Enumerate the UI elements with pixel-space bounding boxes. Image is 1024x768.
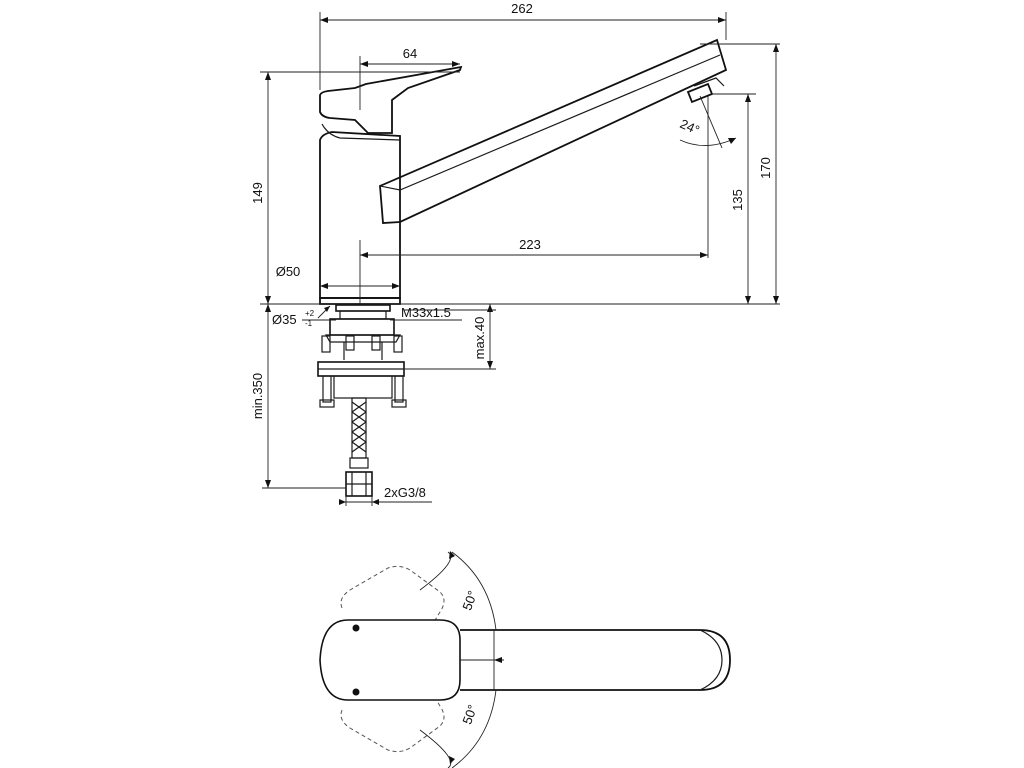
lever — [319, 65, 463, 134]
lever-curve — [321, 123, 401, 141]
spout — [379, 38, 728, 224]
plan-view: 50° 50° — [319, 551, 731, 768]
dim-hole-diameter: Ø35 — [272, 312, 297, 327]
dim-spout-angle: 24° — [678, 116, 702, 138]
aerator-tip — [693, 77, 725, 87]
dim-lever-angle-left: 50° — [459, 589, 480, 613]
tap-body — [319, 131, 401, 299]
dim-spout-reach: 223 — [519, 237, 541, 252]
dim-connection: 2xG3/8 — [384, 485, 426, 500]
dim-min-hose: min.350 — [250, 373, 265, 419]
plan-lever-dot-bottom — [352, 688, 360, 696]
dim-thread: M33x1.5 — [401, 305, 451, 320]
plan-lever-dot-top — [352, 624, 360, 632]
dim-lever-angle-right: 50° — [459, 703, 480, 727]
dim-hole-tolerance-lower: -1 — [305, 319, 313, 328]
dim-hole-tolerance-upper: +2 — [305, 309, 315, 318]
dim-lever-length: 64 — [403, 46, 417, 61]
dim-overall-width: 262 — [511, 1, 533, 16]
dim-spout-height: 135 — [730, 189, 745, 211]
side-view: 262 64 149 223 135 170 24° — [250, 1, 780, 506]
plan-lever — [319, 619, 461, 701]
braided-hose — [345, 397, 373, 497]
spout-edge — [379, 54, 721, 191]
dim-body-diameter: Ø50 — [276, 264, 301, 279]
dim-max-thickness: max.40 — [472, 317, 487, 360]
dim-body-height: 149 — [250, 182, 265, 204]
plan-spout — [460, 629, 731, 691]
plan-spout-end — [699, 629, 723, 691]
dim-overall-height: 170 — [758, 157, 773, 179]
lever-position-left — [340, 565, 445, 633]
lever-position-right — [340, 685, 445, 753]
